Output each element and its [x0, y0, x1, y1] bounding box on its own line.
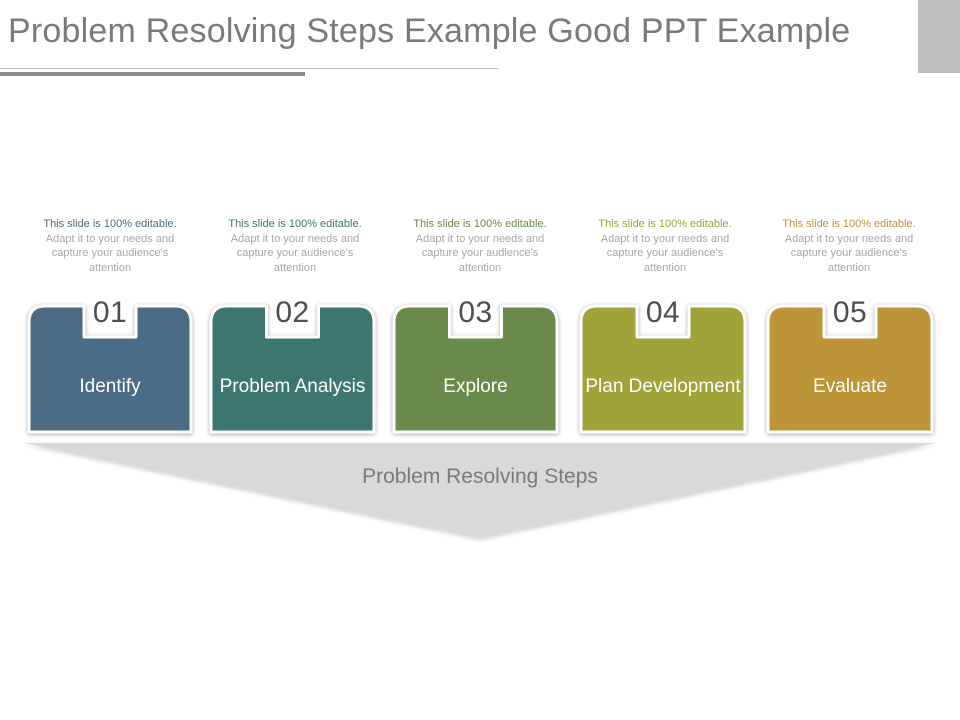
step-card-explore: 03 Explore — [392, 298, 559, 435]
caption-lead: This slide is 100% editable. — [782, 218, 916, 230]
step-label: Evaluate — [813, 375, 887, 397]
title-underline-thin — [0, 68, 498, 69]
caption-body: Adapt it to your needs and capture your … — [230, 232, 360, 274]
caption-lead: This slide is 100% editable. — [598, 218, 732, 230]
card-body — [766, 304, 934, 434]
step-number: 03 — [458, 296, 493, 329]
step-number: 02 — [275, 296, 310, 329]
step-number: 04 — [645, 296, 681, 329]
card-body — [209, 304, 376, 434]
card-body — [579, 304, 747, 434]
step-card-identify: 01 Identify — [27, 298, 193, 435]
card-shape — [209, 304, 376, 434]
corner-accent-block — [918, 0, 960, 73]
step-caption: This slide is 100% editable. Adapt it to… — [779, 217, 919, 275]
step-caption: This slide is 100% editable. Adapt it to… — [40, 217, 180, 275]
step-card-evaluate: 05 Evaluate — [766, 298, 934, 435]
step-label: Plan Development — [585, 375, 741, 397]
card-body — [27, 304, 193, 434]
caption-body: Adapt it to your needs and capture your … — [45, 232, 175, 274]
step-number: 05 — [832, 296, 868, 329]
card-shape — [766, 304, 934, 434]
caption-body: Adapt it to your needs and capture your … — [784, 232, 914, 274]
step-label: Identify — [79, 375, 141, 397]
card-body — [392, 304, 559, 434]
card-shape — [579, 304, 747, 434]
slide-title: Problem Resolving Steps Example Good PPT… — [8, 12, 851, 50]
step-caption: This slide is 100% editable. Adapt it to… — [595, 217, 735, 275]
caption-body: Adapt it to your needs and capture your … — [415, 232, 545, 274]
step-card-plan-development: 04 Plan Development — [579, 298, 747, 435]
title-underline-thick — [0, 72, 305, 76]
caption-lead: This slide is 100% editable. — [43, 218, 177, 230]
step-caption: This slide is 100% editable. Adapt it to… — [410, 217, 550, 275]
card-shape — [27, 304, 193, 434]
arrow-label: Problem Resolving Steps — [362, 465, 598, 488]
step-label: Problem Analysis — [219, 375, 366, 397]
caption-body: Adapt it to your needs and capture your … — [600, 232, 730, 274]
caption-lead: This slide is 100% editable. — [413, 218, 547, 230]
card-shape — [392, 304, 559, 434]
step-caption: This slide is 100% editable. Adapt it to… — [225, 217, 365, 275]
caption-lead: This slide is 100% editable. — [228, 218, 362, 230]
step-number: 01 — [92, 296, 128, 329]
step-card-problem-analysis: 02 Problem Analysis — [209, 298, 376, 435]
step-label: Explore — [443, 375, 508, 397]
